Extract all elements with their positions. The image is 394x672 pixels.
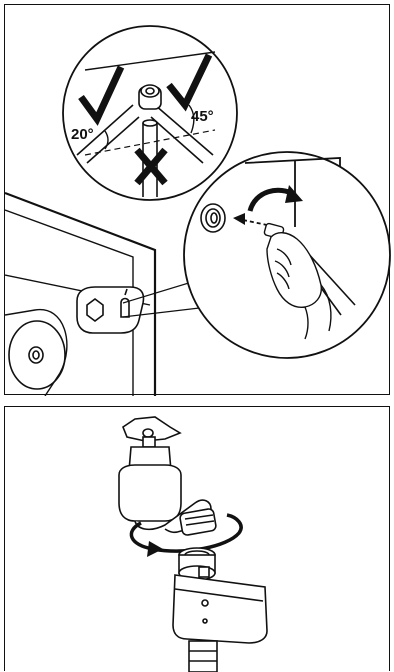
connection-detail-callout	[184, 152, 390, 358]
faucet-handle	[123, 417, 180, 447]
bottom-illustration-panel	[4, 406, 390, 671]
faucet-body	[119, 447, 217, 536]
elbow-fitting	[139, 85, 161, 109]
hose-angle-callout: 20° 45°	[63, 26, 237, 200]
washing-machine-hose-angle-illustration: 20° 45°	[5, 5, 391, 396]
top-illustration-panel: 20° 45°	[4, 4, 390, 395]
angle-label-45: 45°	[191, 108, 214, 125]
door-ring	[9, 321, 65, 389]
inlet-coupling	[201, 204, 225, 232]
angle-label-20: 20°	[71, 126, 94, 143]
tap-connection-illustration	[5, 407, 391, 672]
hose-down	[189, 641, 217, 672]
hose-connector	[173, 548, 267, 643]
inlet-plate	[77, 287, 143, 333]
